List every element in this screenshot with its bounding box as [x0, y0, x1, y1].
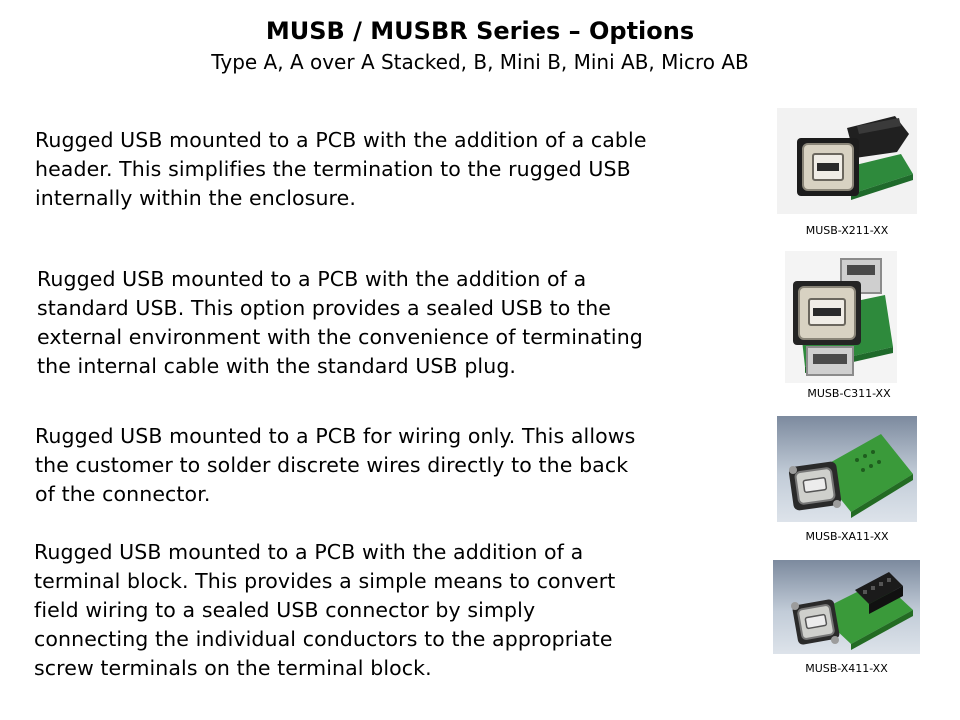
connector-cable-header-image	[797, 116, 913, 200]
connector-wiring-only-image	[788, 434, 913, 518]
connector-terminal-block-photo	[773, 560, 920, 654]
connector-cable-header-photo	[777, 108, 917, 214]
option-2-part-number: MUSB-C311-XX	[807, 387, 891, 400]
option-4-part-number: MUSB-X411-XX	[805, 662, 888, 675]
option-1-part-number: MUSB-X211-XX	[805, 224, 889, 237]
text-line: Rugged USB mounted to a PCB for wiring o…	[35, 424, 636, 448]
connector-standard-usb-photo	[785, 251, 897, 383]
text-line: external environment with the convenienc…	[37, 325, 643, 349]
connector-standard-usb-image	[793, 258, 893, 376]
option-1-description: Rugged USB mounted to a PCB with the add…	[35, 126, 647, 213]
connector-terminal-block-image	[791, 572, 913, 650]
text-line: screw terminals on the terminal block.	[34, 656, 432, 680]
text-line: terminal block. This provides a simple m…	[34, 569, 616, 593]
text-line: Rugged USB mounted to a PCB with the add…	[34, 540, 584, 564]
option-4-description: Rugged USB mounted to a PCB with the add…	[34, 538, 615, 683]
text-line: internally within the enclosure.	[35, 186, 356, 210]
option-2-description: Rugged USB mounted to a PCB with the add…	[37, 265, 643, 381]
option-3-part-number: MUSB-XA11-XX	[805, 530, 889, 543]
text-line: Rugged USB mounted to a PCB with the add…	[35, 128, 647, 152]
text-line: standard USB. This option provides a sea…	[37, 296, 611, 320]
text-line: of the connector.	[35, 482, 211, 506]
text-line: header. This simplifies the termination …	[35, 157, 631, 181]
text-line: the internal cable with the standard USB…	[37, 354, 517, 378]
connector-wiring-only-photo	[777, 416, 917, 522]
slide-subtitle: Type A, A over A Stacked, B, Mini B, Min…	[211, 50, 749, 74]
text-line: connecting the individual conductors to …	[34, 627, 613, 651]
text-line: field wiring to a sealed USB connector b…	[34, 598, 536, 622]
text-line: the customer to solder discrete wires di…	[35, 453, 629, 477]
option-3-description: Rugged USB mounted to a PCB for wiring o…	[35, 422, 635, 509]
slide-title: MUSB / MUSBR Series – Options	[265, 17, 695, 45]
text-line: Rugged USB mounted to a PCB with the add…	[37, 267, 587, 291]
